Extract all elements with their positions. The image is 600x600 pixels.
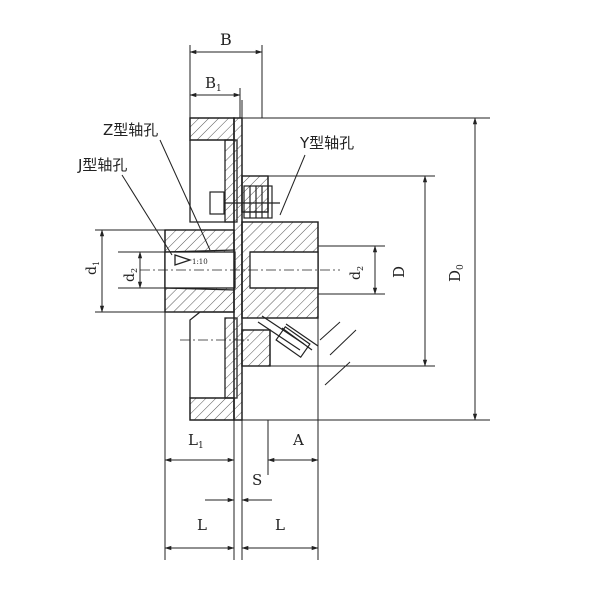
label-j-hole: J型轴孔 [77, 156, 127, 174]
slant-hatch-marks [319, 321, 357, 386]
label-A: A [292, 431, 304, 449]
label-B: B [220, 30, 232, 49]
label-z-hole: Z型轴孔 [103, 121, 158, 139]
dimension-labels: B B1 Z型轴孔 J型轴孔 Y型轴孔 1:10 d1 d2 d2 D D0 L… [77, 30, 466, 534]
label-L-left: L [197, 516, 207, 534]
label-S: S [252, 471, 262, 489]
upper-bolt [209, 185, 280, 219]
label-d2-right: d2 [348, 266, 365, 280]
label-d2-left: d2 [122, 268, 139, 282]
label-d1: d1 [84, 261, 101, 275]
label-taper: 1:10 [192, 258, 208, 266]
center-lines [140, 269, 340, 341]
dimension-lines [95, 45, 490, 560]
label-D0: D0 [446, 264, 466, 282]
label-B1: B1 [205, 74, 222, 94]
lower-bolt [257, 315, 319, 358]
label-L-right: L [275, 516, 285, 534]
label-D: D [390, 266, 408, 278]
label-y-hole: Y型轴孔 [299, 134, 354, 152]
label-L1: L1 [188, 431, 204, 451]
left-half-coupling [164, 117, 238, 421]
